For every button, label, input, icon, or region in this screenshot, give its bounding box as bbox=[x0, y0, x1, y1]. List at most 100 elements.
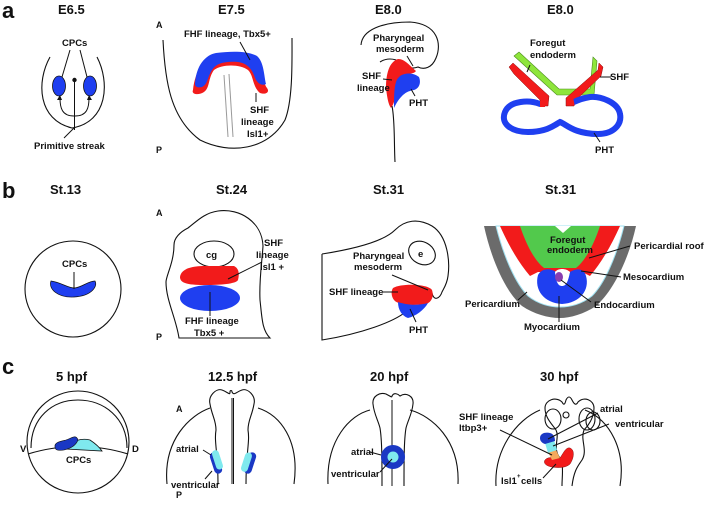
label-cpcs: CPCs bbox=[62, 38, 87, 49]
label-endoderm: endoderm bbox=[530, 50, 576, 61]
label-pht: PHT bbox=[409, 325, 428, 336]
label-dorsal: D bbox=[132, 444, 139, 455]
stage-title: E6.5 bbox=[58, 2, 85, 17]
label-myocardium: Myocardium bbox=[524, 322, 580, 333]
pht-blue-tube bbox=[500, 93, 624, 138]
pointer-cpc-left bbox=[61, 49, 71, 78]
yolk-arc bbox=[495, 409, 622, 487]
panel-a: a E6.5 CPCs Primitive streak E7.5 A P bbox=[2, 0, 629, 163]
eye-right bbox=[578, 407, 596, 431]
label-e: e bbox=[418, 249, 423, 260]
myocardium-blue bbox=[537, 269, 587, 304]
label-isl1: Isl1 + bbox=[260, 262, 284, 273]
panel-c: c 5 hpf V D CPCs 12.5 hpf A P bbox=[2, 354, 664, 500]
axis-anterior: A bbox=[176, 404, 183, 414]
label-atrial: atrial bbox=[600, 404, 623, 415]
embryo-outline bbox=[165, 210, 272, 339]
pointer-pericardial-roof bbox=[588, 245, 631, 259]
pointer-shf bbox=[227, 261, 263, 280]
embryo-outline bbox=[321, 220, 450, 341]
cpc-left bbox=[52, 75, 66, 97]
label-pht: PHT bbox=[595, 145, 614, 156]
label-cpcs: CPCs bbox=[62, 259, 87, 270]
label-cg: cg bbox=[206, 250, 217, 261]
label-shf-lineage: lineage bbox=[241, 117, 274, 128]
label-isl1-cells: cells bbox=[521, 476, 542, 487]
label-ventricular: ventricular bbox=[615, 419, 664, 430]
cpc-crescent bbox=[50, 280, 97, 298]
label-fhf-lineage: FHF lineage bbox=[185, 316, 239, 327]
shf-lineage-orange bbox=[548, 450, 560, 460]
yolk-arc bbox=[327, 409, 459, 485]
blastoderm-inner bbox=[30, 399, 128, 449]
ventricular-cyan bbox=[545, 440, 557, 453]
axis-anterior: A bbox=[156, 208, 163, 218]
atrial-right bbox=[240, 452, 252, 472]
endocardium-purple bbox=[555, 272, 563, 282]
label-fhf-lineage: FHF lineage, Tbx5+ bbox=[184, 29, 271, 40]
label-pharyngeal: Pharyngeal bbox=[353, 251, 404, 262]
pointer-pht bbox=[410, 88, 416, 97]
embryo-outline bbox=[162, 37, 293, 149]
axis-anterior: A bbox=[156, 20, 163, 30]
shf-lineage-red bbox=[180, 266, 239, 285]
label-pericardial-roof: Pericardial roof bbox=[634, 241, 705, 252]
label-endoderm: endoderm bbox=[547, 245, 593, 256]
axis-posterior: P bbox=[156, 332, 162, 342]
pointer-isl1 bbox=[542, 463, 557, 479]
yolk-arc bbox=[166, 407, 296, 485]
pointer-pharyngeal bbox=[391, 274, 429, 291]
stage-st31-lateral: St.31 e Pharyngeal mesoderm SHF lineage … bbox=[321, 182, 450, 341]
hindbrain-ventricle bbox=[562, 411, 570, 419]
stage-title: St.31 bbox=[545, 182, 576, 197]
shf-lineage-red bbox=[391, 284, 433, 305]
fhf-crescent-blue bbox=[195, 51, 266, 88]
label-shf-lineage: lineage bbox=[256, 250, 289, 261]
pointer-ventricular bbox=[552, 423, 610, 447]
midline-left bbox=[223, 74, 229, 138]
axis-posterior: P bbox=[156, 145, 162, 155]
pht-blue bbox=[394, 73, 420, 108]
label-mesoderm: mesoderm bbox=[376, 44, 424, 55]
label-mesocardium: Mesocardium bbox=[623, 272, 684, 283]
label-pht: PHT bbox=[409, 98, 428, 109]
label-shf-lineage: lineage bbox=[357, 83, 390, 94]
midline-right bbox=[228, 73, 234, 138]
pointer-pht bbox=[409, 308, 417, 323]
foregut-lumen bbox=[555, 226, 571, 233]
embryo-cup-outline bbox=[41, 56, 105, 129]
cpc-right bbox=[83, 75, 97, 97]
heart-cone-atrial bbox=[387, 451, 399, 463]
pointer-ventricular bbox=[379, 458, 393, 473]
stage-title: 20 hpf bbox=[370, 369, 409, 384]
label-shf: SHF bbox=[264, 238, 283, 249]
stage-st31-transverse: St.31 Foregut endoderm Pericardial roof … bbox=[465, 182, 705, 333]
pointer-mesocardium bbox=[580, 270, 622, 278]
pointer-endocardium bbox=[560, 279, 592, 303]
label-isl1-superscript: + bbox=[517, 474, 521, 480]
pointer-cpc-right bbox=[79, 49, 88, 78]
eye-outline bbox=[408, 240, 436, 266]
pht-red-tip-right bbox=[568, 99, 575, 106]
pointer-shf bbox=[382, 78, 393, 81]
label-shf: SHF bbox=[362, 71, 381, 82]
shf-lineage-red bbox=[386, 59, 416, 108]
stage-30hpf: 30 hpf SHF lineage ltbp3+ atrial ventric… bbox=[459, 369, 664, 487]
panel-letter-b: b bbox=[2, 178, 15, 203]
embryo-disc bbox=[24, 240, 122, 338]
pointer-fhf bbox=[239, 41, 251, 61]
pointer-streak bbox=[63, 127, 75, 139]
stage-title: E8.0 bbox=[375, 2, 402, 17]
label-primitive-streak: Primitive streak bbox=[34, 141, 105, 152]
pointer-pericardium bbox=[517, 291, 528, 301]
stage-e8-0-lateral: E8.0 Pharyngeal mesoderm SHF lineage PHT bbox=[357, 2, 439, 163]
pht-blue bbox=[398, 302, 428, 318]
pointer-pht bbox=[593, 132, 601, 143]
label-ltbp3: ltbp3+ bbox=[459, 423, 488, 434]
stage-e7-5: E7.5 A P FHF lineage, Tbx5+ SHF lineage … bbox=[156, 2, 293, 155]
stage-st24: St.24 A P cg SHF lineage Isl1 + FHF line… bbox=[156, 182, 289, 342]
label-pharyngeal: Pharyngeal bbox=[373, 33, 424, 44]
label-shf: SHF bbox=[610, 72, 629, 83]
stage-title: St.24 bbox=[216, 182, 248, 197]
